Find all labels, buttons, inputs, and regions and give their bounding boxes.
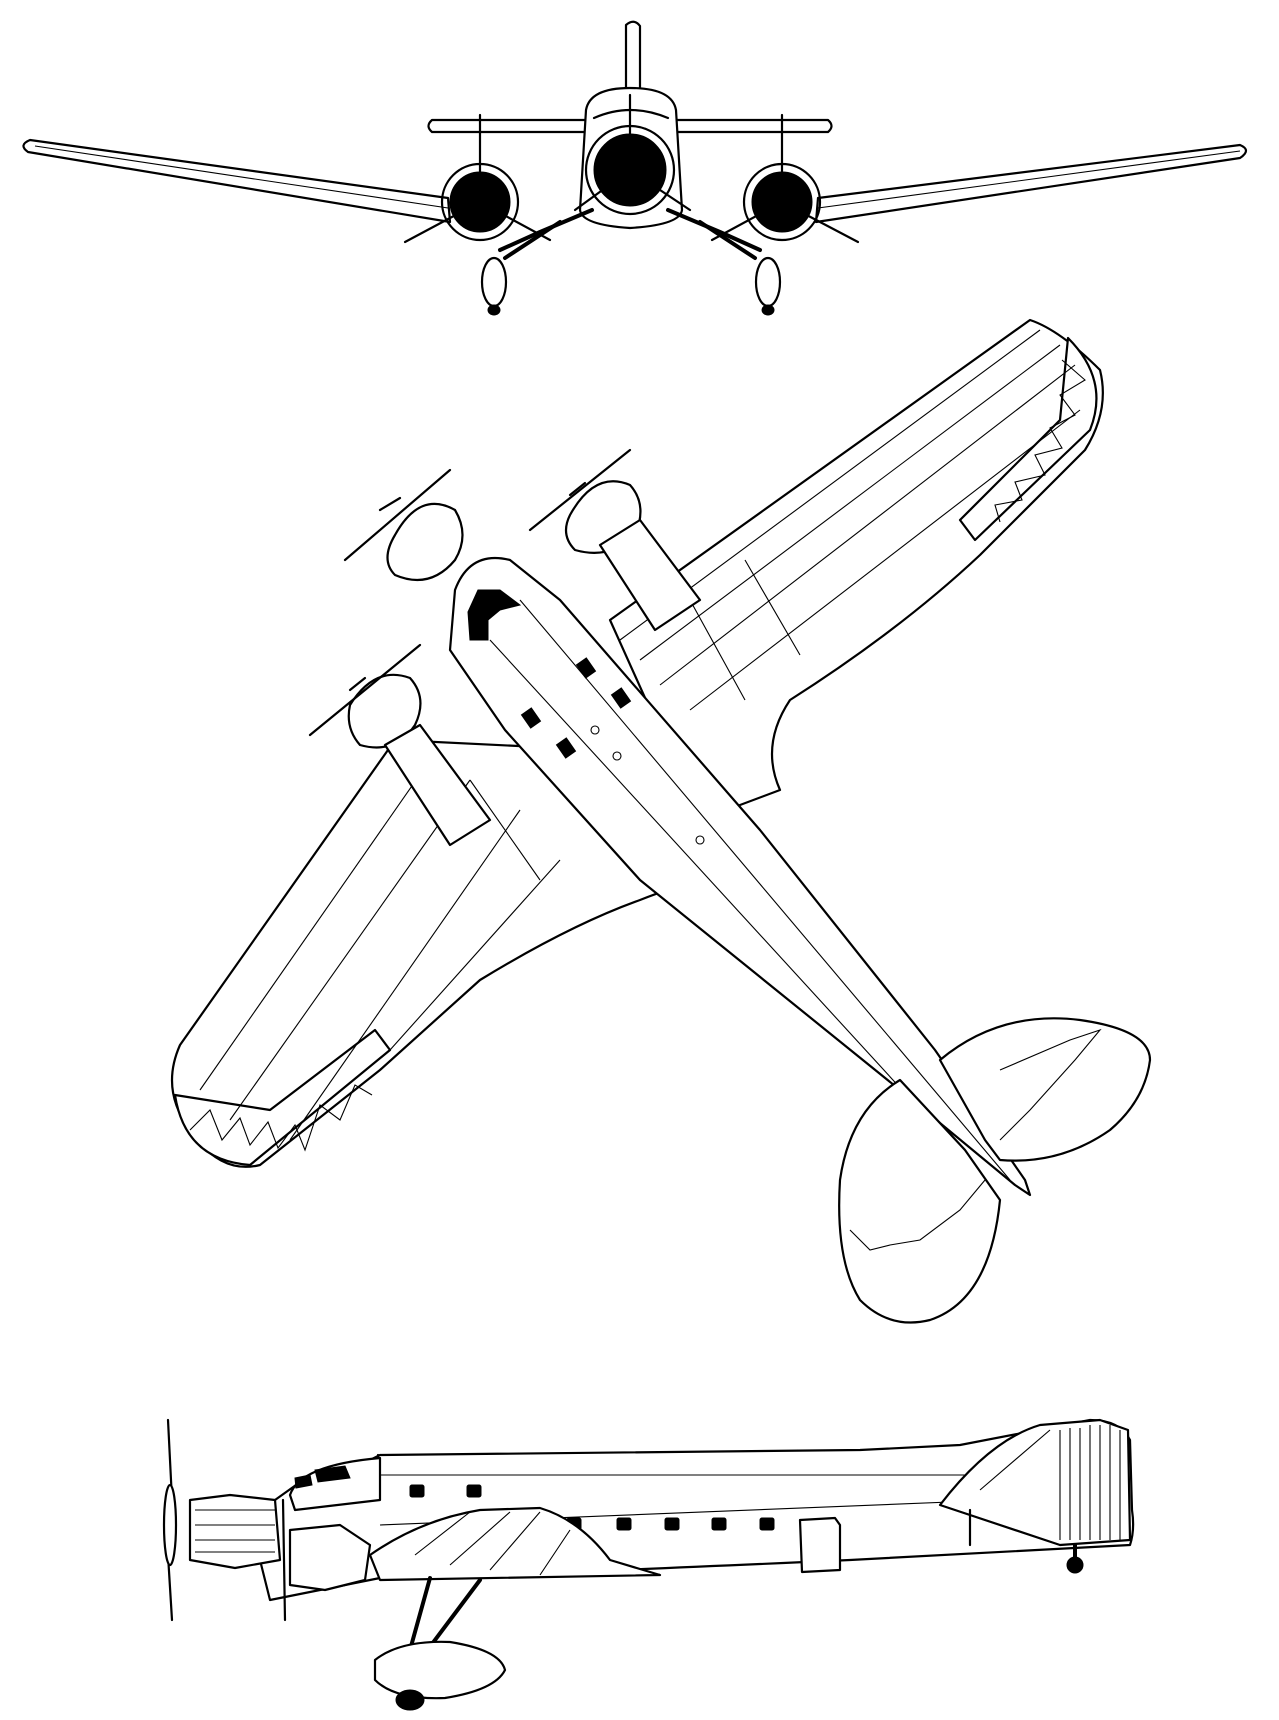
- plan-cockpit: [467, 589, 522, 641]
- front-fin: [624, 20, 642, 94]
- plan-nose-engine: [343, 468, 464, 582]
- side-window: [759, 1517, 775, 1531]
- side-cockpit: [288, 1456, 382, 1512]
- side-fin: [938, 1418, 1132, 1547]
- side-nose-engine: [188, 1493, 282, 1570]
- side-window: [664, 1517, 680, 1531]
- side-window: [616, 1517, 632, 1531]
- plan-right-tailplane: [938, 1017, 1152, 1162]
- front-left-wheel: [480, 256, 508, 308]
- plan-left-engine: [308, 643, 492, 847]
- side-wing: [368, 1506, 662, 1582]
- plan-left-tailplane: [838, 1078, 1002, 1324]
- plan-right-engine: [528, 448, 702, 632]
- front-right-wheel: [754, 256, 782, 308]
- front-view: [22, 20, 1248, 316]
- side-window: [409, 1484, 425, 1498]
- front-left-wing: [22, 138, 452, 224]
- side-window: [711, 1517, 727, 1531]
- plan-view: [170, 318, 1152, 1324]
- side-view: [162, 1418, 1135, 1711]
- plan-fuselage: [448, 556, 1032, 1197]
- front-right-wing: [814, 143, 1248, 224]
- side-door: [798, 1516, 842, 1574]
- side-wheel-fairing: [373, 1640, 507, 1700]
- plan-right-aileron: [958, 336, 1098, 542]
- side-window: [466, 1484, 482, 1498]
- side-wing-engine: [288, 1523, 372, 1592]
